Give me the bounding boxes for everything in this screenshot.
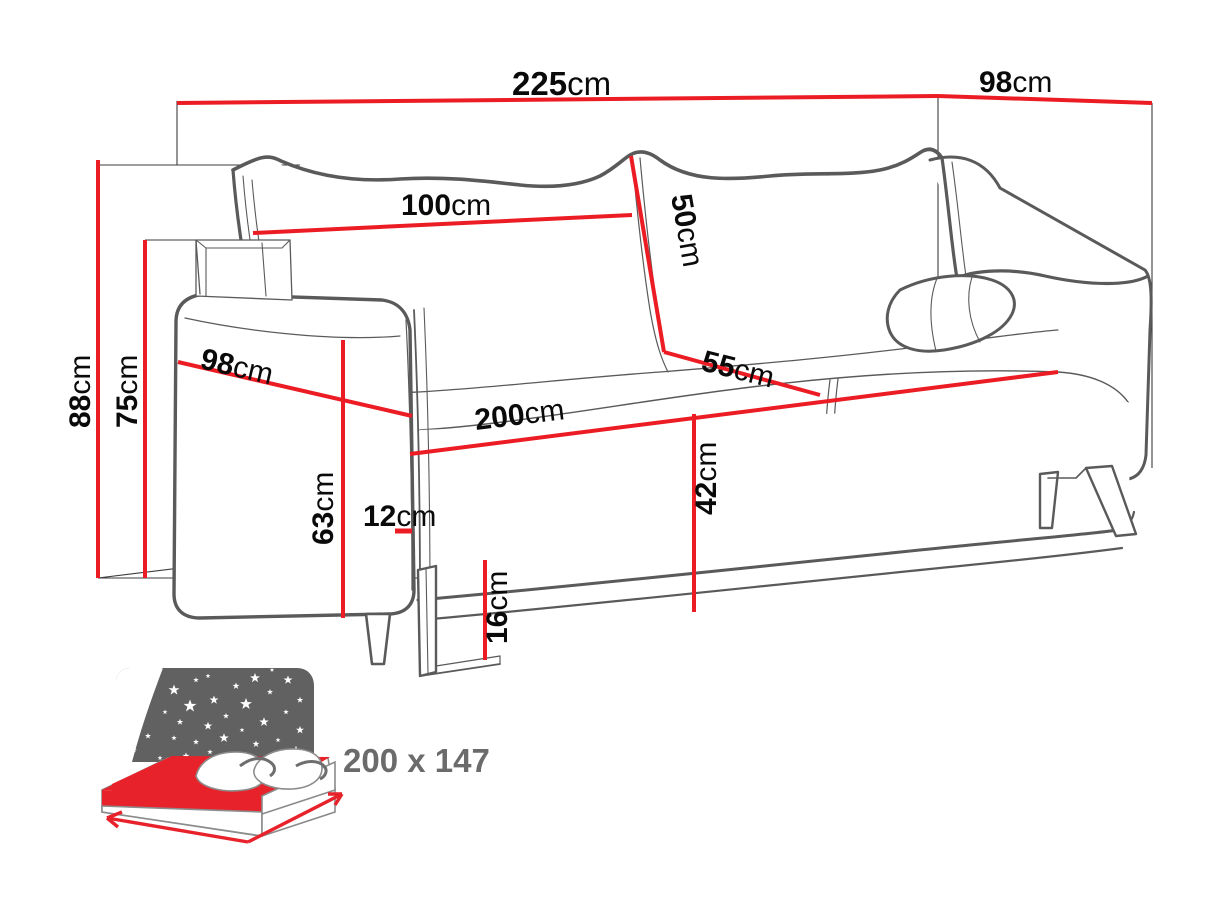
dim-label-75: 75cm [111,355,144,428]
pillow-crease-left [239,757,276,778]
dim-label-88: 88cm [64,355,97,428]
dim-line-98-side [177,360,413,418]
dimension-lines [96,94,1153,660]
dim-line-50 [629,155,666,353]
dim-line-200 [409,370,1059,456]
dim-line-98-top [937,94,1153,105]
dim-label-12: 12cm [363,500,436,533]
mattress-dimension-arrows [105,792,344,844]
dim-label-50: 50cm [664,191,709,269]
dim-label-225: 225cm [512,65,611,102]
headboard-panel [116,668,314,762]
bed-sleeping-area-icon: 200 x 147 [101,663,490,844]
dimension-labels: 225cm 98cm 100cm 50cm 88cm 75cm 98cm 55c… [64,65,1052,644]
dim-label-42: 42cm [690,442,723,515]
crescent-swoosh-2 [116,668,163,762]
sleeping-area-label: 200 x 147 [343,742,490,779]
pillow-right [253,748,323,790]
dim-label-98-side: 98cm [197,343,276,392]
dim-label-16: 16cm [481,571,514,644]
dim-label-100: 100cm [401,189,491,222]
dim-label-63: 63cm [307,472,340,545]
dim-line-55 [663,350,821,397]
dim-label-200: 200cm [473,393,566,437]
pillow-crease-right [295,760,328,781]
dim-line-225 [176,94,939,105]
dim-line-100 [252,213,633,235]
dim-label-55: 55cm [698,345,777,395]
sofa-illustration [172,147,1153,678]
dim-label-98-top: 98cm [979,66,1052,99]
